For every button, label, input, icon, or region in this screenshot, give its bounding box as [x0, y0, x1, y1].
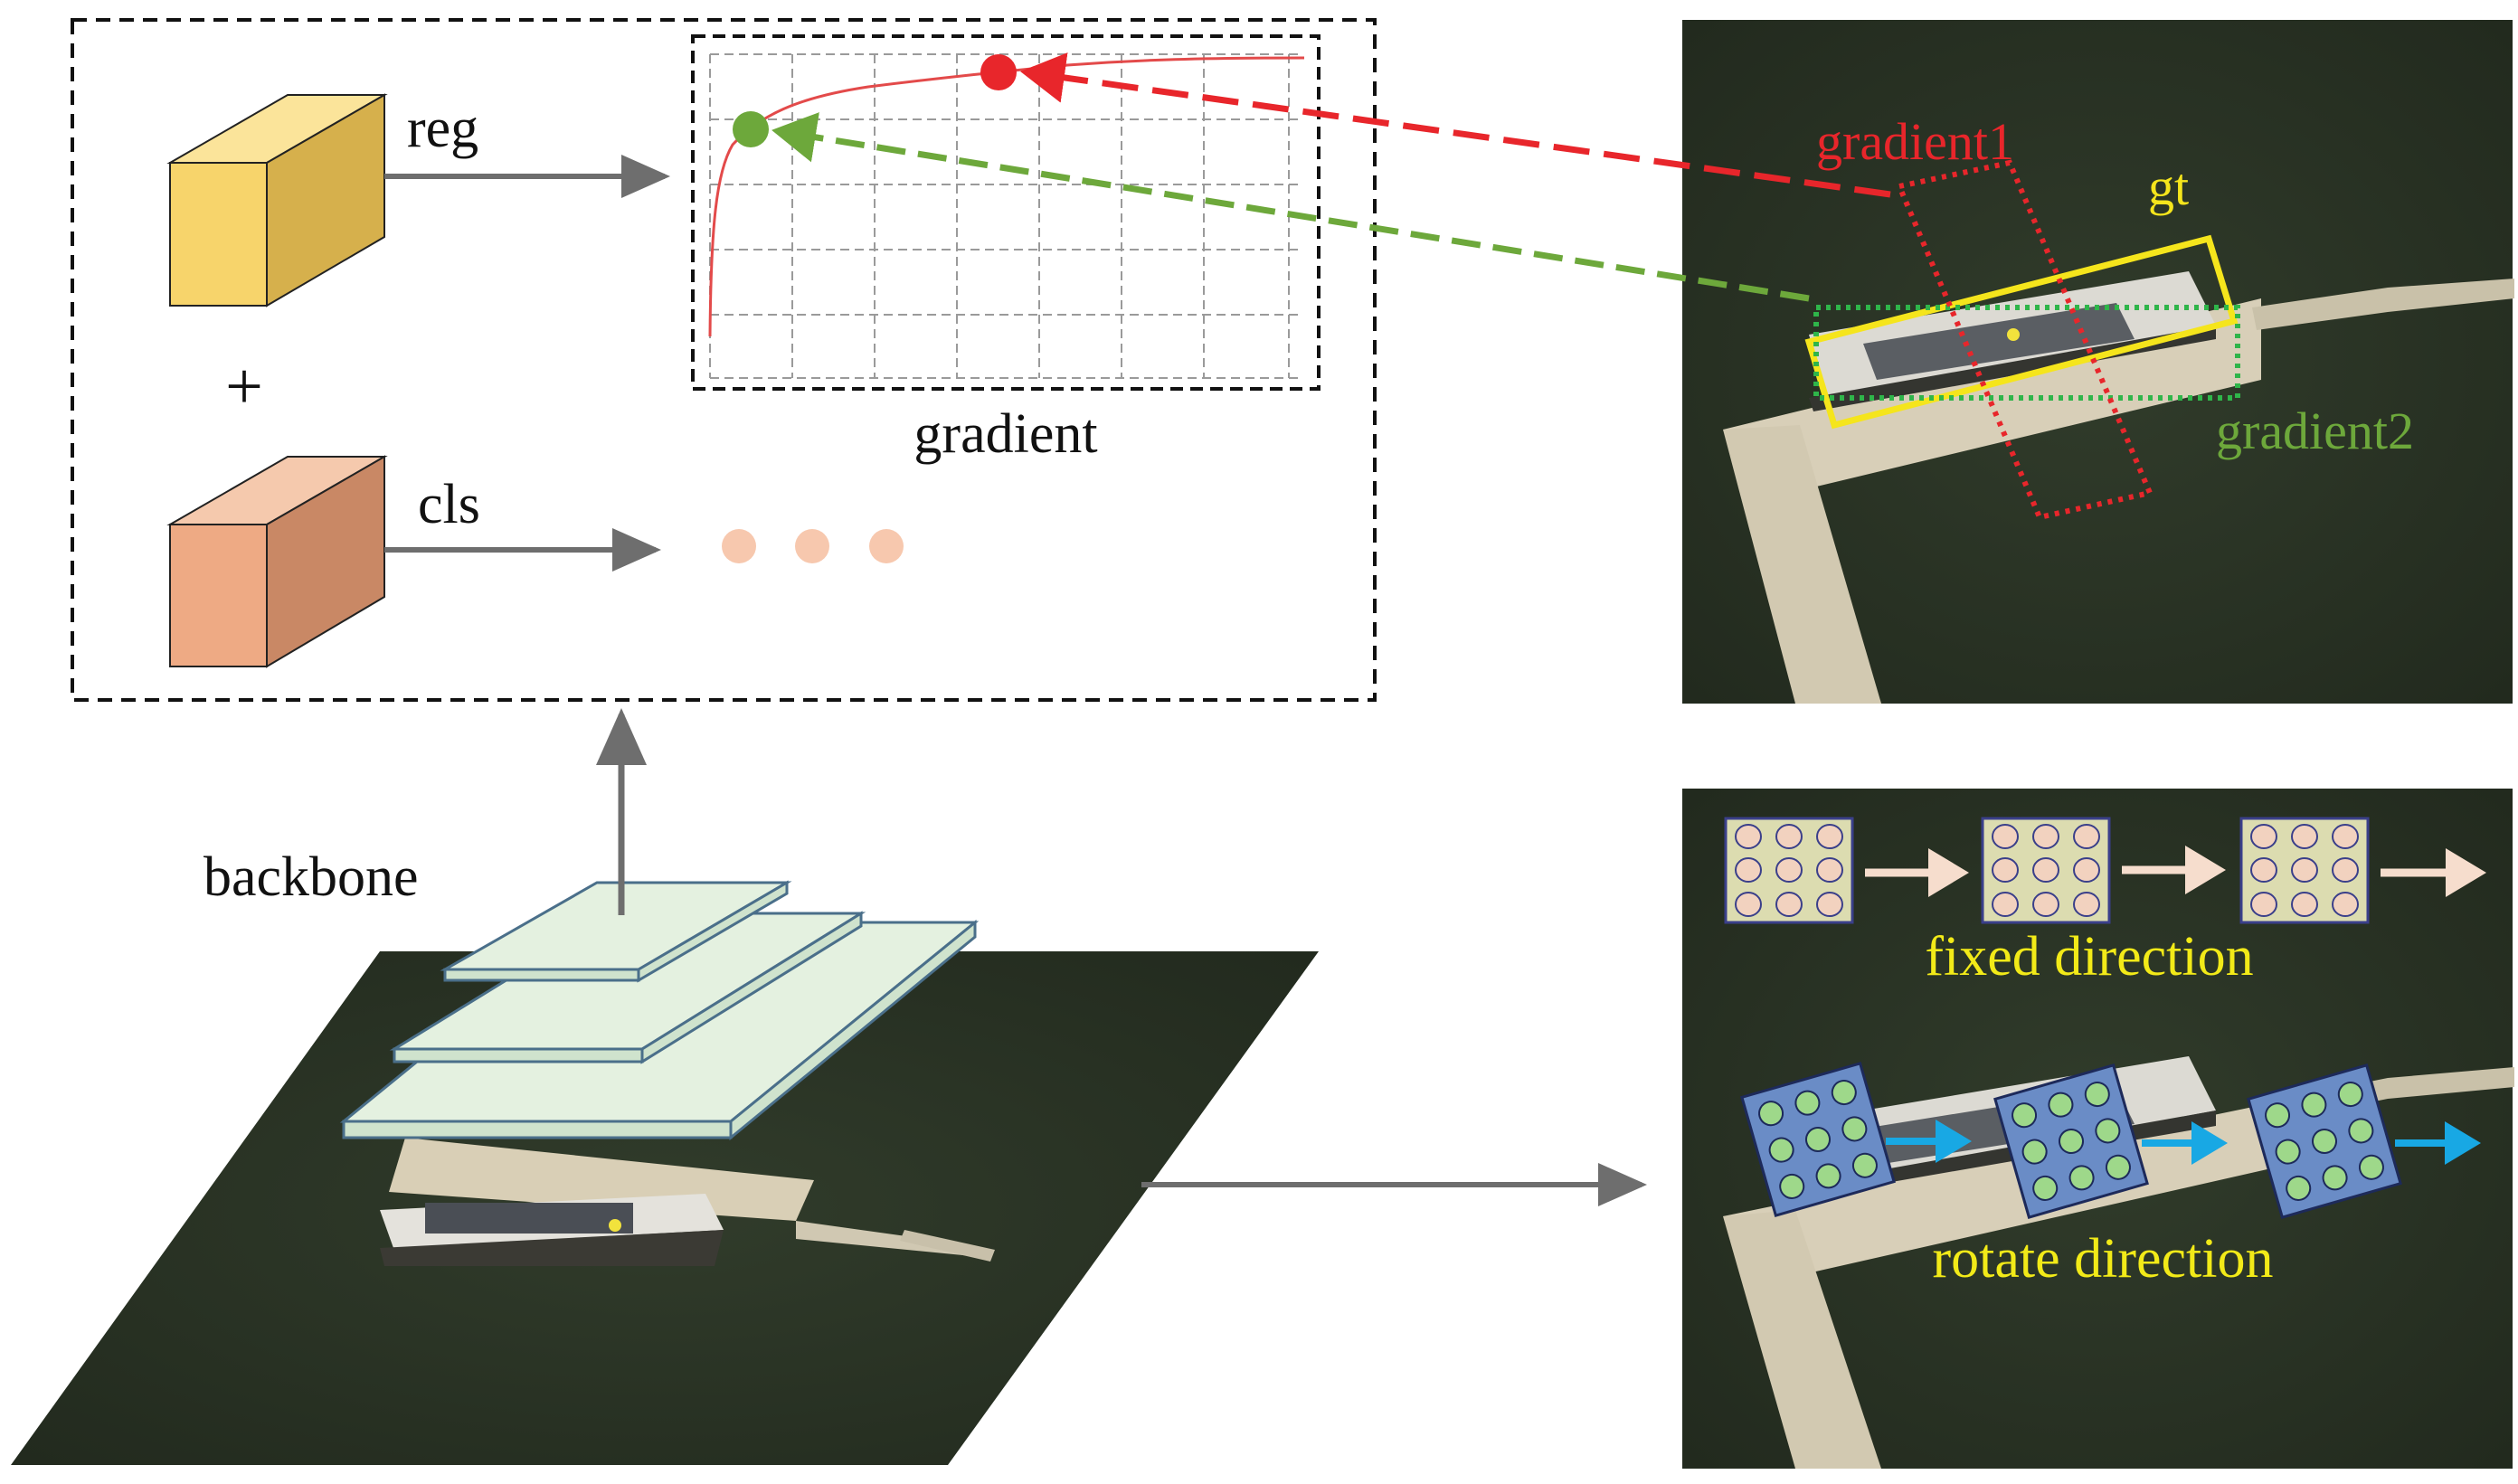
input-image [11, 951, 1319, 1465]
ellipsis-dots [722, 529, 904, 563]
rotate-cell-1 [1740, 1062, 1896, 1217]
fixed-cell-3 [2239, 817, 2370, 924]
top-right-photo [1682, 20, 2514, 704]
rotate-cell-3 [2247, 1063, 2402, 1219]
fixed-direction-row [1724, 817, 2486, 924]
rotate-cell-2 [1993, 1063, 2149, 1219]
gradient1-connector [1020, 52, 1891, 198]
rotate-direction-label: rotate direction [1933, 1228, 2274, 1290]
gt-label: gt [2148, 157, 2189, 216]
fixed-cell-1 [1724, 817, 1854, 924]
gradient-label: gradient [913, 403, 1097, 465]
head-panel-border [71, 18, 1377, 702]
backbone-feature-pyramid [339, 880, 980, 1141]
gradient1-point [980, 54, 1017, 90]
gradient2-point [733, 111, 769, 147]
head-panel: reg + cls [71, 18, 1377, 702]
gradient1-label: gradient1 [1816, 112, 2014, 171]
reg-label: reg [407, 98, 478, 159]
plus-sign: + [225, 350, 263, 424]
reg-feature-cube [166, 93, 388, 307]
cls-label: cls [418, 474, 480, 535]
gradient-curve [708, 56, 1305, 337]
fixed-cell-2 [1981, 817, 2111, 924]
gradient2-label: gradient2 [2216, 402, 2414, 460]
gradient2-connector [771, 112, 1810, 302]
fixed-direction-label: fixed direction [1925, 926, 2253, 988]
gt-box [1804, 234, 2239, 430]
gradient2-box [1813, 305, 2240, 401]
rotate-direction-row [1740, 1062, 2481, 1219]
gradient-plot [691, 34, 1321, 391]
backbone-label: backbone [204, 846, 419, 908]
cls-feature-cube [166, 455, 388, 668]
